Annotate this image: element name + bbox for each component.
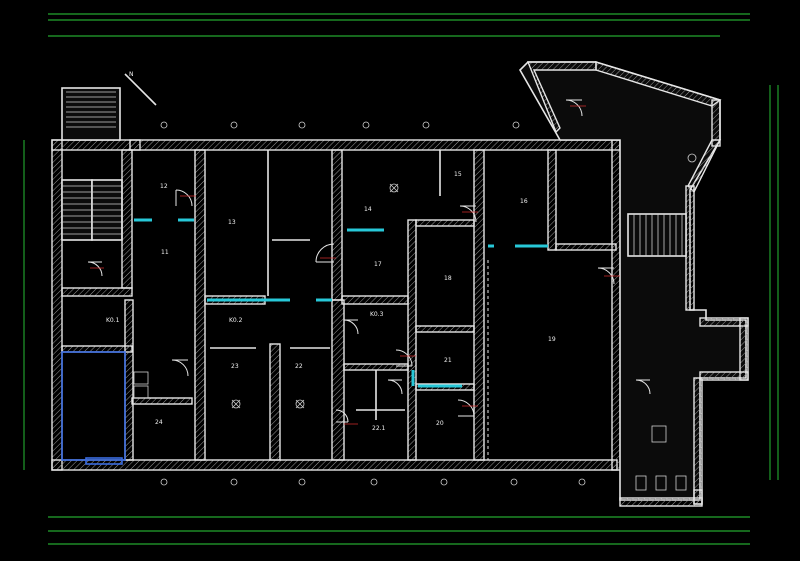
room-label-k0-1: K0.1 bbox=[106, 317, 120, 324]
room-label-23: 23 bbox=[231, 363, 239, 370]
room-label-19: 19 bbox=[548, 336, 556, 343]
room-label-21: 21 bbox=[444, 357, 452, 364]
room-labels: 12 11 13 14 15 16 17 18 19 20 21 22 22.1… bbox=[106, 171, 556, 432]
interior-walls bbox=[61, 149, 617, 461]
room-label-22-1: 22.1 bbox=[372, 425, 386, 432]
window-markers bbox=[160, 121, 697, 486]
north-label: N bbox=[129, 71, 134, 78]
room-label-11: 11 bbox=[161, 249, 169, 256]
blue-zone bbox=[61, 351, 126, 465]
room-label-13: 13 bbox=[228, 219, 236, 226]
doors bbox=[87, 99, 651, 423]
room-label-16: 16 bbox=[520, 198, 528, 205]
room-label-15: 15 bbox=[454, 171, 462, 178]
partitions bbox=[210, 150, 489, 460]
room-label-24: 24 bbox=[155, 419, 163, 426]
annotations bbox=[90, 105, 620, 425]
staircase-west bbox=[61, 179, 123, 241]
glazing bbox=[134, 218, 548, 388]
room-label-12: 12 bbox=[160, 183, 168, 190]
room-label-14: 14 bbox=[364, 206, 372, 213]
room-label-20: 20 bbox=[436, 420, 444, 427]
ceiling-light-icons bbox=[231, 183, 399, 409]
sanitary-fixtures bbox=[133, 371, 687, 491]
room-label-k0-2: K0.2 bbox=[229, 317, 243, 324]
north-arrow-icon: N bbox=[124, 71, 157, 106]
room-label-k0-3: K0.3 bbox=[370, 311, 384, 318]
exterior-walls bbox=[51, 61, 749, 507]
room-label-22: 22 bbox=[295, 363, 303, 370]
dimension-lines bbox=[23, 13, 779, 545]
staircase-east bbox=[627, 213, 687, 257]
room-label-17: 17 bbox=[374, 261, 382, 268]
staircase-north bbox=[66, 91, 116, 128]
room-label-18: 18 bbox=[444, 275, 452, 282]
